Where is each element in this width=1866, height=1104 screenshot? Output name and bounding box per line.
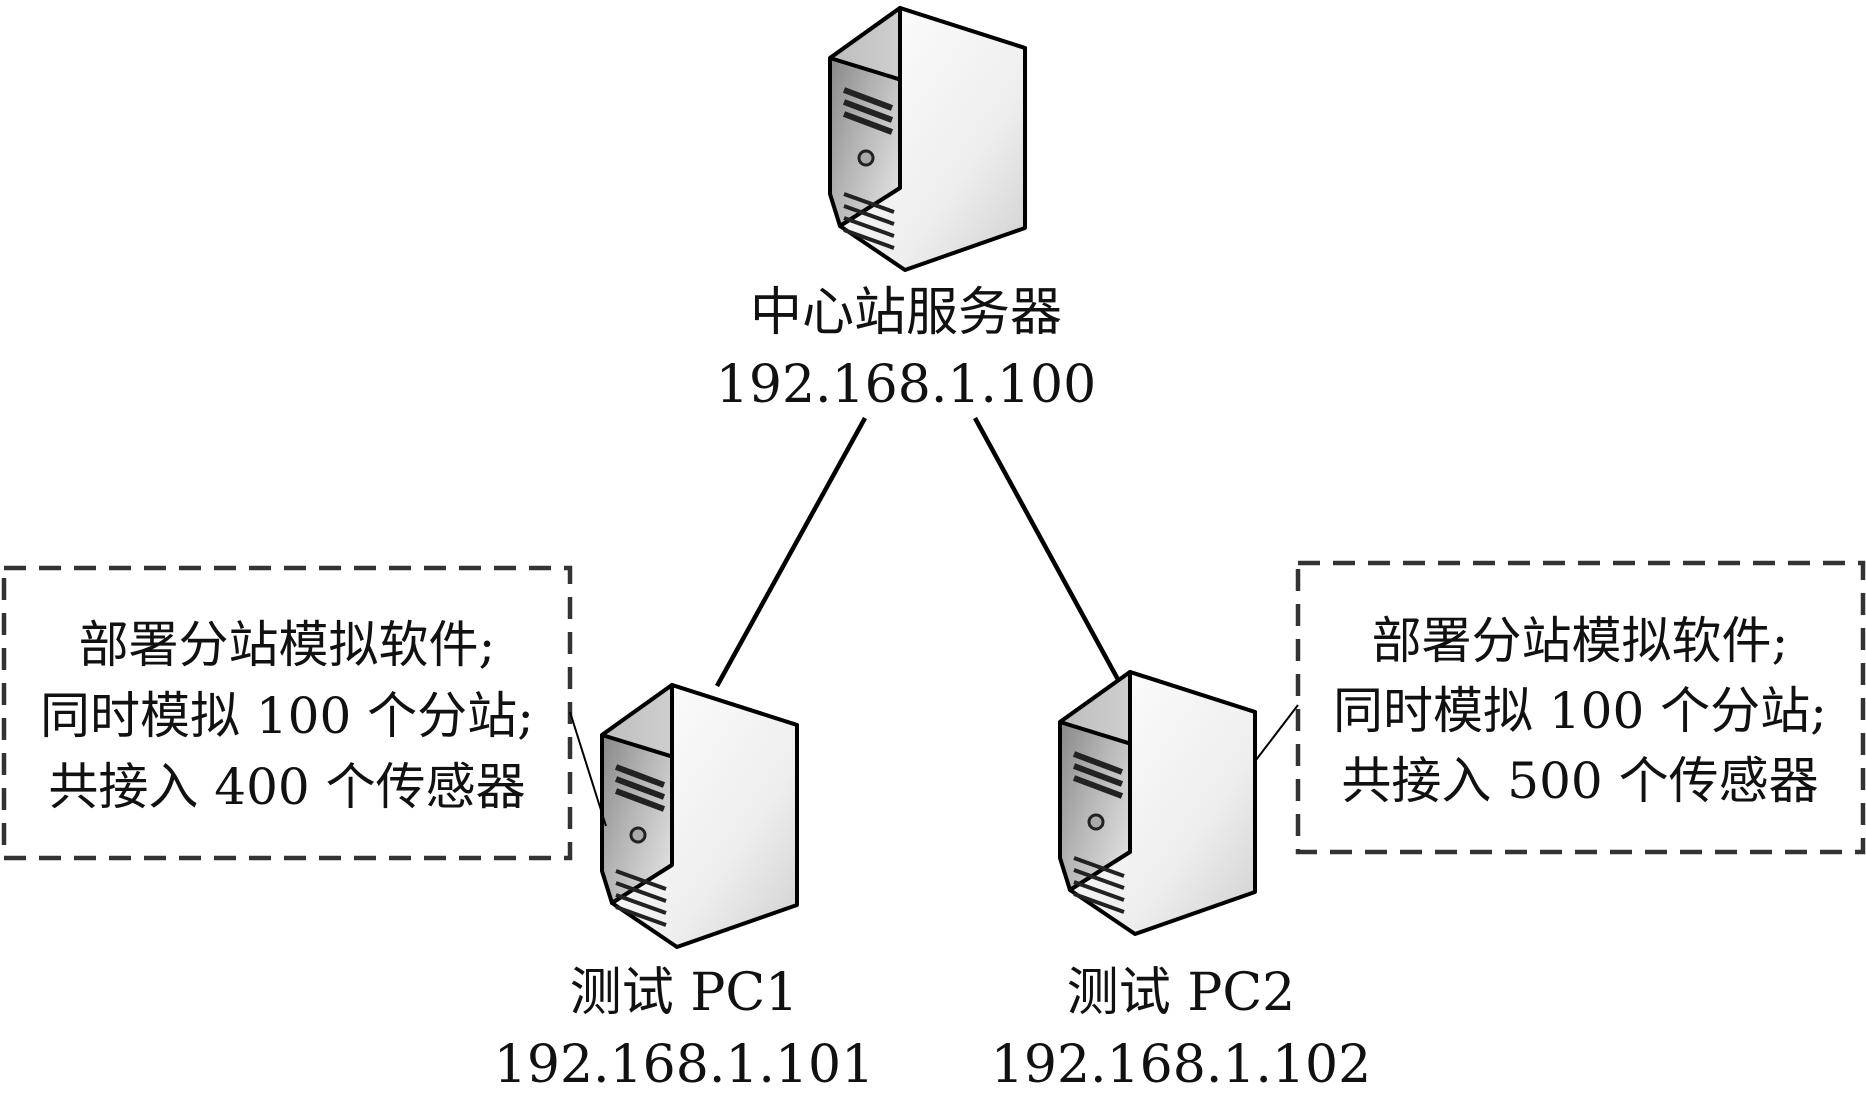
pc1-note-line-2: 同时模拟 100 个分站; <box>40 687 534 745</box>
pc2-ip-label: 192.168.1.102 <box>991 1035 1371 1095</box>
pc1-note-line-3: 共接入 400 个传感器 <box>48 758 525 816</box>
pc1-note-line-1: 部署分站模拟软件; <box>79 616 496 674</box>
server-tower-icon <box>830 8 1025 270</box>
pc1-note-leader <box>569 711 607 827</box>
link-server-pc1 <box>715 416 867 688</box>
server-name-label: 中心站服务器 <box>750 283 1062 343</box>
pc2-note-line-3: 共接入 500 个传感器 <box>1341 752 1818 810</box>
server-tower-icon <box>1060 672 1255 934</box>
link-server-pc2 <box>973 416 1129 698</box>
pc2-note-line-1: 部署分站模拟软件; <box>1372 612 1789 670</box>
pc2-note-box <box>1295 560 1866 855</box>
server-ip-label: 192.168.1.100 <box>716 355 1096 415</box>
pc1-ip-label: 192.168.1.101 <box>494 1035 874 1095</box>
pc2-note-line-2: 同时模拟 100 个分站; <box>1333 682 1827 740</box>
server-tower-icon <box>602 685 797 947</box>
pc2-name-label: 测试 PC2 <box>1067 963 1295 1023</box>
pc1-name-label: 测试 PC1 <box>570 963 798 1023</box>
pc2-note-leader <box>1255 704 1299 761</box>
